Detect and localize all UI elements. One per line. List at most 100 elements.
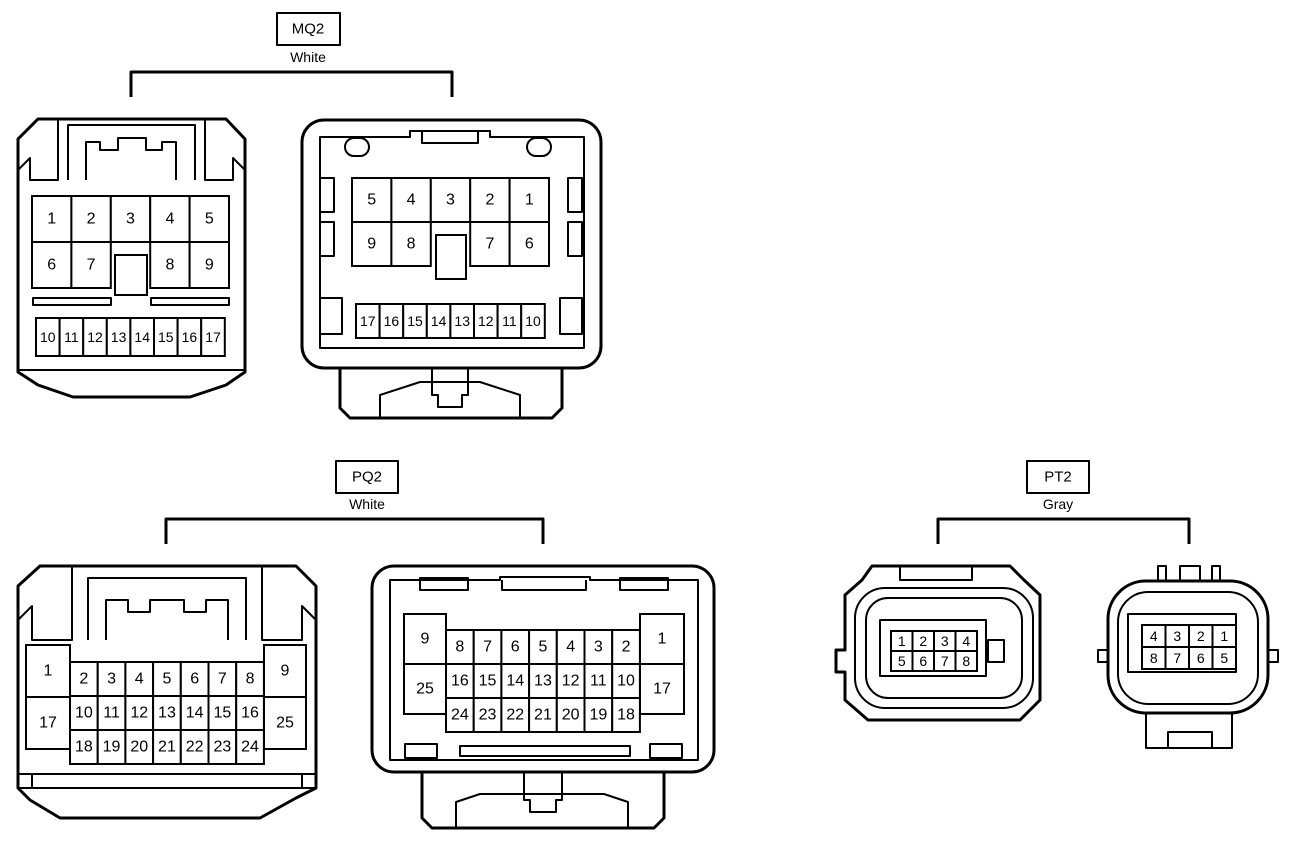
pq2-bracket	[164, 517, 545, 544]
pq2-left-cells-row1-5-label: 7	[218, 671, 227, 688]
pq2-right-cells-side_left-0-cavity	[403, 613, 447, 665]
pq2-right-cells-row2-2-label: 14	[506, 673, 524, 690]
pq2-right-cells-row2-1-cavity	[472, 663, 503, 699]
mq2-right-cells-row2-3-label: 7	[485, 236, 494, 253]
pq2-right-cells-row2-6-cavity	[611, 663, 641, 699]
pq2-right-cells-row2-4-label: 12	[562, 673, 580, 690]
mq2-right-cells-row3-3-label: 14	[431, 313, 447, 329]
pq2-right-cells-row3-3-label: 21	[534, 707, 552, 724]
pq2-left-latch-inner	[105, 599, 229, 640]
pq2-left-housing	[16, 564, 318, 820]
pt2-left-seal-outer	[854, 587, 1034, 709]
mq2-right-lock	[338, 368, 564, 420]
mq2-right-cells-row1-1-label: 4	[407, 192, 416, 209]
pq2-left-cells-side_right-0-cavity	[263, 644, 307, 698]
pq2-right-cells-row3-5-label: 19	[589, 707, 607, 724]
pq2-right-cells-row1-4-cavity	[555, 629, 586, 665]
mq2-left-cells-row3-1-label: 11	[64, 329, 79, 345]
pq2-left-cells-side_left-1-label: 17	[39, 715, 57, 732]
pq2-left-cells-row1-4-cavity	[179, 661, 210, 697]
pq2-right-cells-row1-5-cavity	[583, 629, 614, 665]
mq2-left-cells-row1-3-label: 4	[165, 211, 174, 228]
pq2-right-cells-row2-0-cavity	[445, 663, 475, 699]
mq2-left-rail-l	[32, 297, 112, 306]
mq2-left-housing	[16, 117, 247, 399]
mq2-right-cells-row1-3-label: 2	[485, 192, 494, 209]
pq2-right-cells-row1-2-cavity	[500, 629, 531, 665]
pq2-right-cells-row1-6-label: 2	[622, 639, 631, 656]
pq2-code-box	[335, 460, 399, 494]
mq2-right-lock-tab	[431, 368, 469, 408]
pq2-right-top-latch	[501, 580, 587, 591]
mq2-left-cells-row1-4-label: 5	[205, 211, 214, 228]
pt2-right-housing	[1106, 579, 1270, 715]
pq2-left-cells-row3-5-label: 23	[213, 739, 231, 756]
mq2-right-cells-row1-0-label: 5	[367, 192, 376, 209]
mq2-left-cells-row2-1-cavity	[70, 241, 112, 289]
mq2-left-cells-row3-6-label: 16	[182, 329, 198, 345]
pq2-right-lock	[420, 772, 666, 830]
pq2-left-cells-row2-2-label: 12	[130, 705, 148, 722]
pt2-left-key	[987, 639, 1005, 663]
pq2-right-cells-row1-5-label: 3	[594, 639, 603, 656]
pq2-left-cells-row1-6-label: 8	[246, 671, 255, 688]
pq2-right-cells-row1-3-label: 5	[538, 639, 547, 656]
pq2-left-cells-row1-0-label: 2	[79, 671, 88, 688]
pq2-left-cells-row2-6-label: 16	[241, 705, 259, 722]
pt2-left-cells-row1-0-label: 1	[898, 633, 906, 649]
pq2-header: PQ2 White	[164, 460, 545, 544]
pt2-right-cells-row1-2-label: 2	[1197, 628, 1205, 644]
pt2-right-cells-row2-3-label: 5	[1220, 650, 1228, 666]
pt2-right-seal	[1117, 591, 1259, 705]
pq2-right-cells-row3-0-label: 24	[451, 707, 469, 724]
pt2-right-cells-row1-0-label: 4	[1150, 628, 1158, 644]
pq2-right-cells-row1-4-label: 4	[566, 639, 575, 656]
pq2-right-cells-row3-0-cavity	[445, 697, 475, 733]
mq2-right-cells-row1-2-cavity	[429, 177, 472, 223]
pq2-left-cells-row2-5-label: 15	[213, 705, 231, 722]
pq2-left-bottom	[18, 773, 316, 789]
pq2-right-cells-side_left-0-label: 9	[421, 631, 430, 648]
mq2-left-cells-row2-3-cavity	[149, 241, 191, 289]
pt2-header: PT2 Gray	[936, 460, 1191, 544]
pq2-right-cells-row3-1-label: 23	[479, 707, 497, 724]
pq2-right-cells-side_left-1-cavity	[403, 663, 447, 715]
pq2-right-cells-side_right-1-label: 17	[653, 681, 671, 698]
mq2-right-cells-row3-2-label: 15	[407, 313, 423, 329]
pq2-left-ear-l	[17, 566, 73, 641]
mq2-right-cells-row3-4-label: 13	[454, 313, 470, 329]
mq2-code-box	[276, 12, 341, 46]
pt2-left-latch	[899, 566, 973, 581]
pq2-right-rail	[459, 745, 631, 757]
mq2-right-cells-row1-4-label: 1	[525, 192, 534, 209]
pt2-left-cells-row2-3-cavity	[954, 650, 978, 672]
pq2-left-cells-row3-6-cavity	[235, 729, 265, 765]
mq2-right-slot-l2	[319, 221, 335, 257]
mq2-right-cells-row3-7-label: 10	[525, 313, 541, 329]
pt2-right-pin-r	[1267, 649, 1279, 663]
pt2-right-cells-row1-1-label: 3	[1173, 628, 1181, 644]
pq2-left-cells-row1-4-label: 6	[190, 671, 199, 688]
pq2-right-lock-inner	[455, 793, 629, 828]
mq2-left-cells-row1-0-label: 1	[47, 211, 56, 228]
pt2-right-cells-row2-0-label: 8	[1150, 650, 1158, 666]
pt2-left-housing	[834, 564, 1042, 722]
mq2-right-cells-row2-1-label: 8	[407, 236, 416, 253]
mq2-right-cells-row2-4-label: 6	[525, 236, 534, 253]
pt2-right-pin-l	[1097, 649, 1109, 663]
pt2-left-face	[879, 619, 987, 677]
pq2-right-inner	[389, 576, 699, 761]
pq2-right-slot-tl	[419, 577, 469, 591]
pq2-right-cells-row2-5-label: 11	[590, 673, 607, 690]
mq2-right-hole-l	[344, 137, 370, 157]
mq2-right-slot-r1	[567, 177, 583, 213]
pq2-left-cells-side_right-0-label: 9	[281, 663, 290, 680]
pt2-code-box	[1026, 460, 1090, 494]
pt2-right-cells-row2-2-label: 6	[1197, 650, 1205, 666]
pt2-left-cells-row2-1-label: 6	[919, 653, 927, 669]
